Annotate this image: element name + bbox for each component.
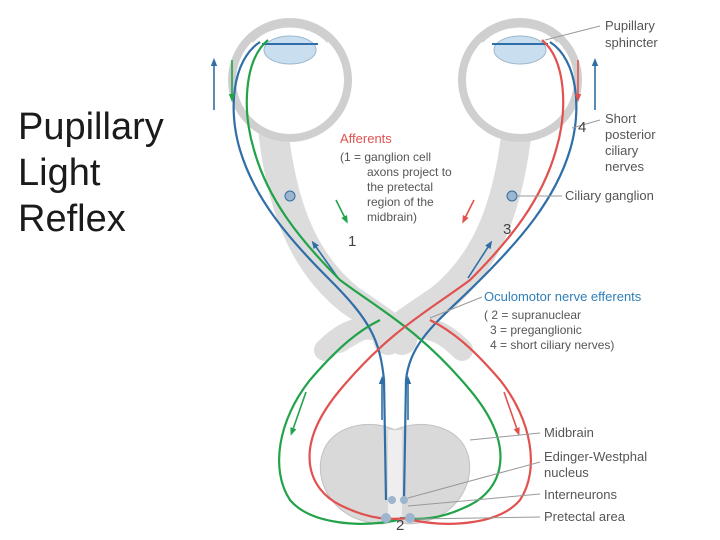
afferent-red-pathway	[308, 39, 582, 525]
efferents-heading: Oculomotor nerve efferents	[484, 289, 642, 304]
efferent-pathways	[210, 41, 599, 501]
title-line-1: Pupillary	[18, 106, 164, 148]
red-return-path	[411, 319, 532, 525]
title-line-2: Light	[18, 152, 101, 194]
right-ew-nucleus	[400, 496, 408, 504]
left-eye	[228, 18, 352, 142]
number-3: 3	[503, 221, 511, 238]
number-2: 2	[396, 517, 404, 534]
midline-gap	[388, 430, 402, 520]
right-eye	[458, 18, 582, 142]
right-efferent-path	[402, 41, 578, 501]
afferent-green-pathway	[228, 39, 502, 525]
slide-title: Pupillary Light Reflex	[18, 104, 208, 242]
efferents-description: ( 2 = supranuclear 3 = preganglionic 4 =…	[484, 308, 614, 352]
number-1: 1	[348, 233, 356, 250]
left-lens	[263, 35, 317, 65]
green-return-path	[278, 319, 399, 525]
left-pretectal-nucleus	[381, 513, 391, 523]
labels: Pupillary sphincter Short posterior cili…	[340, 18, 659, 534]
midbrain-label: Midbrain	[544, 425, 594, 440]
right-pretectal-nucleus	[405, 513, 415, 523]
left-efferent-path	[232, 41, 388, 501]
short-posterior-ciliary-nerves-label: Short posterior ciliary nerves	[605, 111, 659, 174]
left-ew-nucleus	[388, 496, 396, 504]
right-lens	[493, 35, 547, 65]
interneurons-label: Interneurons	[544, 487, 617, 502]
right-ciliary-ganglion	[506, 190, 518, 202]
green-afferent-path	[245, 39, 502, 520]
number-4: 4	[578, 119, 586, 136]
pupillary-sphincter-label: Pupillary sphincter	[605, 18, 658, 50]
red-afferent-path	[308, 39, 565, 520]
ciliary-ganglion-label: Ciliary ganglion	[565, 188, 654, 203]
edinger-westphal-label: Edinger-Westphal nucleus	[544, 449, 651, 480]
afferents-description: (1 = ganglion cell axons project to the …	[340, 150, 455, 224]
afferents-heading: Afferents	[340, 131, 392, 146]
left-ciliary-ganglion	[284, 190, 296, 202]
pretectal-area-label: Pretectal area	[544, 509, 626, 524]
callout-lines	[407, 25, 601, 520]
title-line-3: Reflex	[18, 198, 126, 240]
